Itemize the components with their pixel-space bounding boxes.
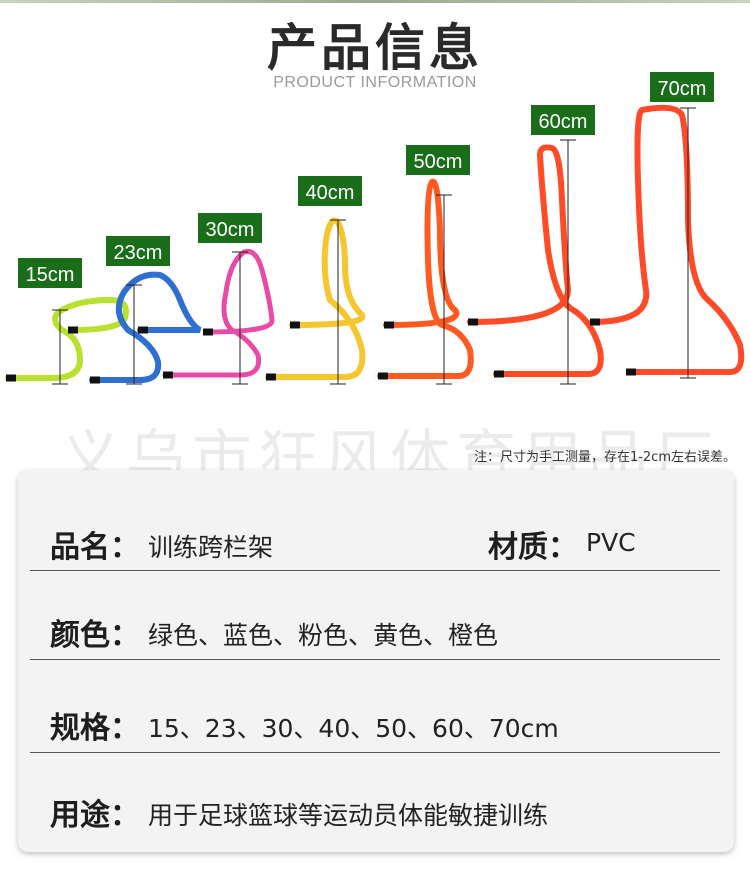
size-label-15cm: 15cm bbox=[18, 258, 82, 288]
svg-text:30cm: 30cm bbox=[206, 219, 255, 241]
hurdle-23cm bbox=[89, 271, 202, 385]
hurdle-70cm bbox=[589, 104, 745, 379]
svg-text:23cm: 23cm bbox=[114, 242, 163, 264]
spec-card: 品名： 训练跨栏架 材质： PVC 颜色： 绿色、蓝色、粉色、黄色、橙色 规格：… bbox=[18, 470, 734, 852]
svg-text:50cm: 50cm bbox=[414, 151, 463, 173]
material-value: PVC bbox=[586, 528, 636, 557]
top-divider bbox=[0, 0, 750, 3]
spec-row-color: 颜色： 绿色、蓝色、粉色、黄色、橙色 bbox=[30, 570, 720, 660]
size-label-23cm: 23cm bbox=[106, 236, 170, 266]
use-value: 用于足球篮球等运动员体能敏捷训练 bbox=[148, 801, 549, 830]
size-label-50cm: 50cm bbox=[406, 145, 470, 175]
spec-row-size: 规格： 15、23、30、40、50、60、70cm bbox=[30, 659, 720, 753]
svg-text:40cm: 40cm bbox=[306, 182, 355, 204]
size-label-40cm: 40cm bbox=[298, 176, 362, 206]
use-label: 用途： bbox=[50, 798, 140, 833]
svg-text:15cm: 15cm bbox=[26, 264, 75, 286]
page-subtitle: PRODUCT INFORMATION bbox=[273, 74, 477, 91]
spec-row-name: 品名： 训练跨栏架 材质： PVC bbox=[30, 470, 720, 571]
measurement-note: 注：尺寸为手工测量，存在1-2cm左右误差。 bbox=[473, 450, 736, 465]
hurdle-15cm bbox=[5, 296, 129, 385]
name-label: 品名： bbox=[50, 530, 140, 565]
name-value: 训练跨栏架 bbox=[148, 533, 274, 562]
hurdle-40cm bbox=[265, 217, 366, 385]
hurdle-illustration: 15cm 23cm 30cm 40cm 50cm 60cm 70cm bbox=[5, 72, 745, 385]
material-label: 材质： bbox=[488, 530, 578, 565]
svg-text:60cm: 60cm bbox=[539, 111, 588, 133]
size-label-60cm: 60cm bbox=[531, 105, 595, 135]
size-label: 规格： bbox=[50, 711, 140, 746]
hurdle-60cm bbox=[467, 139, 604, 385]
page-title: 产品信息 bbox=[267, 19, 483, 77]
hurdle-30cm bbox=[162, 248, 275, 385]
size-value: 15、23、30、40、50、60、70cm bbox=[148, 714, 559, 743]
size-label-70cm: 70cm bbox=[650, 72, 714, 102]
color-label: 颜色： bbox=[50, 618, 140, 653]
hurdle-50cm bbox=[377, 178, 474, 385]
svg-text:70cm: 70cm bbox=[658, 78, 707, 100]
color-value: 绿色、蓝色、粉色、黄色、橙色 bbox=[148, 621, 499, 650]
spec-row-use: 用途： 用于足球篮球等运动员体能敏捷训练 bbox=[30, 752, 720, 850]
size-label-30cm: 30cm bbox=[198, 213, 262, 243]
